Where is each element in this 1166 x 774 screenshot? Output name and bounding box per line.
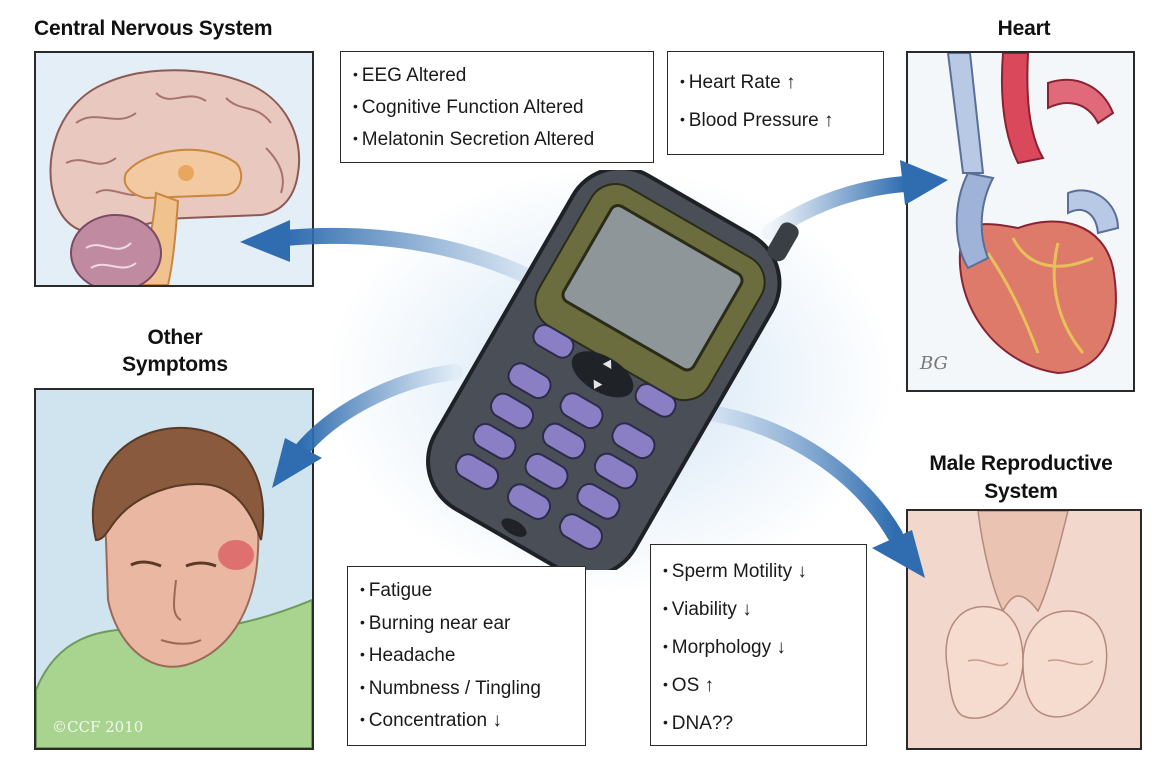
heading-heart: Heart <box>997 17 1051 40</box>
list-item-label: Morphology <box>671 637 772 658</box>
list-item: OS ↑ <box>663 667 854 705</box>
list-item: Melatonin Secretion Altered <box>353 124 641 156</box>
heart-icon <box>908 53 1133 390</box>
list-item: DNA?? <box>663 705 854 743</box>
arrow-to-brain <box>240 220 553 293</box>
heading-male-line2: System <box>984 480 1058 503</box>
male-reproductive-illustration <box>906 509 1142 750</box>
arrow-up-icon: ↑ <box>818 110 834 131</box>
list-item-label: EEG Altered <box>361 65 467 86</box>
list-item-label: Cognitive Function Altered <box>361 97 584 118</box>
heart-illustration: BG <box>906 51 1135 392</box>
list-item: Viability ↓ <box>663 591 854 629</box>
list-item: Cognitive Function Altered <box>353 92 641 124</box>
list-item-label: Heart Rate <box>688 72 781 93</box>
copyright-credit: ©CCF 2010 <box>52 718 144 736</box>
arrow-down-icon: ↓ <box>736 599 752 620</box>
mobile-phone-illustration <box>426 170 799 570</box>
list-item-label: Fatigue <box>368 580 433 601</box>
list-item: EEG Altered <box>353 60 641 92</box>
list-item: Numbness / Tingling <box>360 673 573 706</box>
heart-effects-box: Heart Rate ↑Blood Pressure ↑ <box>667 51 884 155</box>
arrow-to-male-reproductive <box>697 404 925 578</box>
list-item-label: Melatonin Secretion Altered <box>361 129 595 150</box>
list-item-label: Viability <box>671 599 737 620</box>
heading-other-line2: Symptoms <box>122 353 228 376</box>
list-item-label: Burning near ear <box>368 612 511 634</box>
list-item-label: Sperm Motility <box>671 561 793 582</box>
list-item-label: Concentration <box>368 710 488 731</box>
list-item: Heart Rate ↑ <box>680 64 871 102</box>
heading-male-line1: Male Reproductive <box>929 452 1113 475</box>
man-portrait-illustration: ©CCF 2010 <box>34 388 314 750</box>
mobile-phone-icon <box>426 170 799 570</box>
arrow-down-icon: ↓ <box>487 710 502 731</box>
list-item: Sperm Motility ↓ <box>663 553 854 591</box>
arrow-down-icon: ↓ <box>792 561 807 582</box>
arrow-up-icon: ↑ <box>780 72 796 93</box>
artist-signature: BG <box>920 353 948 374</box>
list-item: Fatigue <box>360 575 573 608</box>
arrow-to-other-symptoms <box>272 364 463 488</box>
heart-effects-list: Heart Rate ↑Blood Pressure ↑ <box>680 64 871 140</box>
other-symptoms-list: FatigueBurning near earHeadacheNumbness … <box>360 575 573 738</box>
male-effects-box: Sperm Motility ↓Viability ↓Morphology ↓O… <box>650 544 867 746</box>
other-symptoms-box: FatigueBurning near earHeadacheNumbness … <box>347 566 586 746</box>
list-item: Concentration ↓ <box>360 705 573 738</box>
list-item-label: Numbness / Tingling <box>368 677 541 699</box>
list-item-label: DNA?? <box>671 713 734 734</box>
cns-effects-box: EEG AlteredCognitive Function AlteredMel… <box>340 51 654 163</box>
list-item: Blood Pressure ↑ <box>680 102 871 140</box>
list-item-label: Headache <box>368 645 456 666</box>
list-item: Headache <box>360 640 573 673</box>
heading-other-line1: Other <box>147 326 203 349</box>
list-item-label: Blood Pressure <box>688 110 819 131</box>
list-item-label: OS <box>671 675 700 696</box>
list-item: Burning near ear <box>360 608 573 641</box>
cns-effects-list: EEG AlteredCognitive Function AlteredMel… <box>353 60 641 156</box>
male-reproductive-icon <box>908 511 1140 748</box>
heading-central-nervous-system: Central Nervous System <box>34 17 273 40</box>
arrow-up-icon: ↑ <box>699 675 715 696</box>
arrow-down-icon: ↓ <box>771 637 786 658</box>
man-portrait-icon <box>36 390 312 748</box>
male-effects-list: Sperm Motility ↓Viability ↓Morphology ↓O… <box>663 553 854 743</box>
list-item: Morphology ↓ <box>663 629 854 667</box>
